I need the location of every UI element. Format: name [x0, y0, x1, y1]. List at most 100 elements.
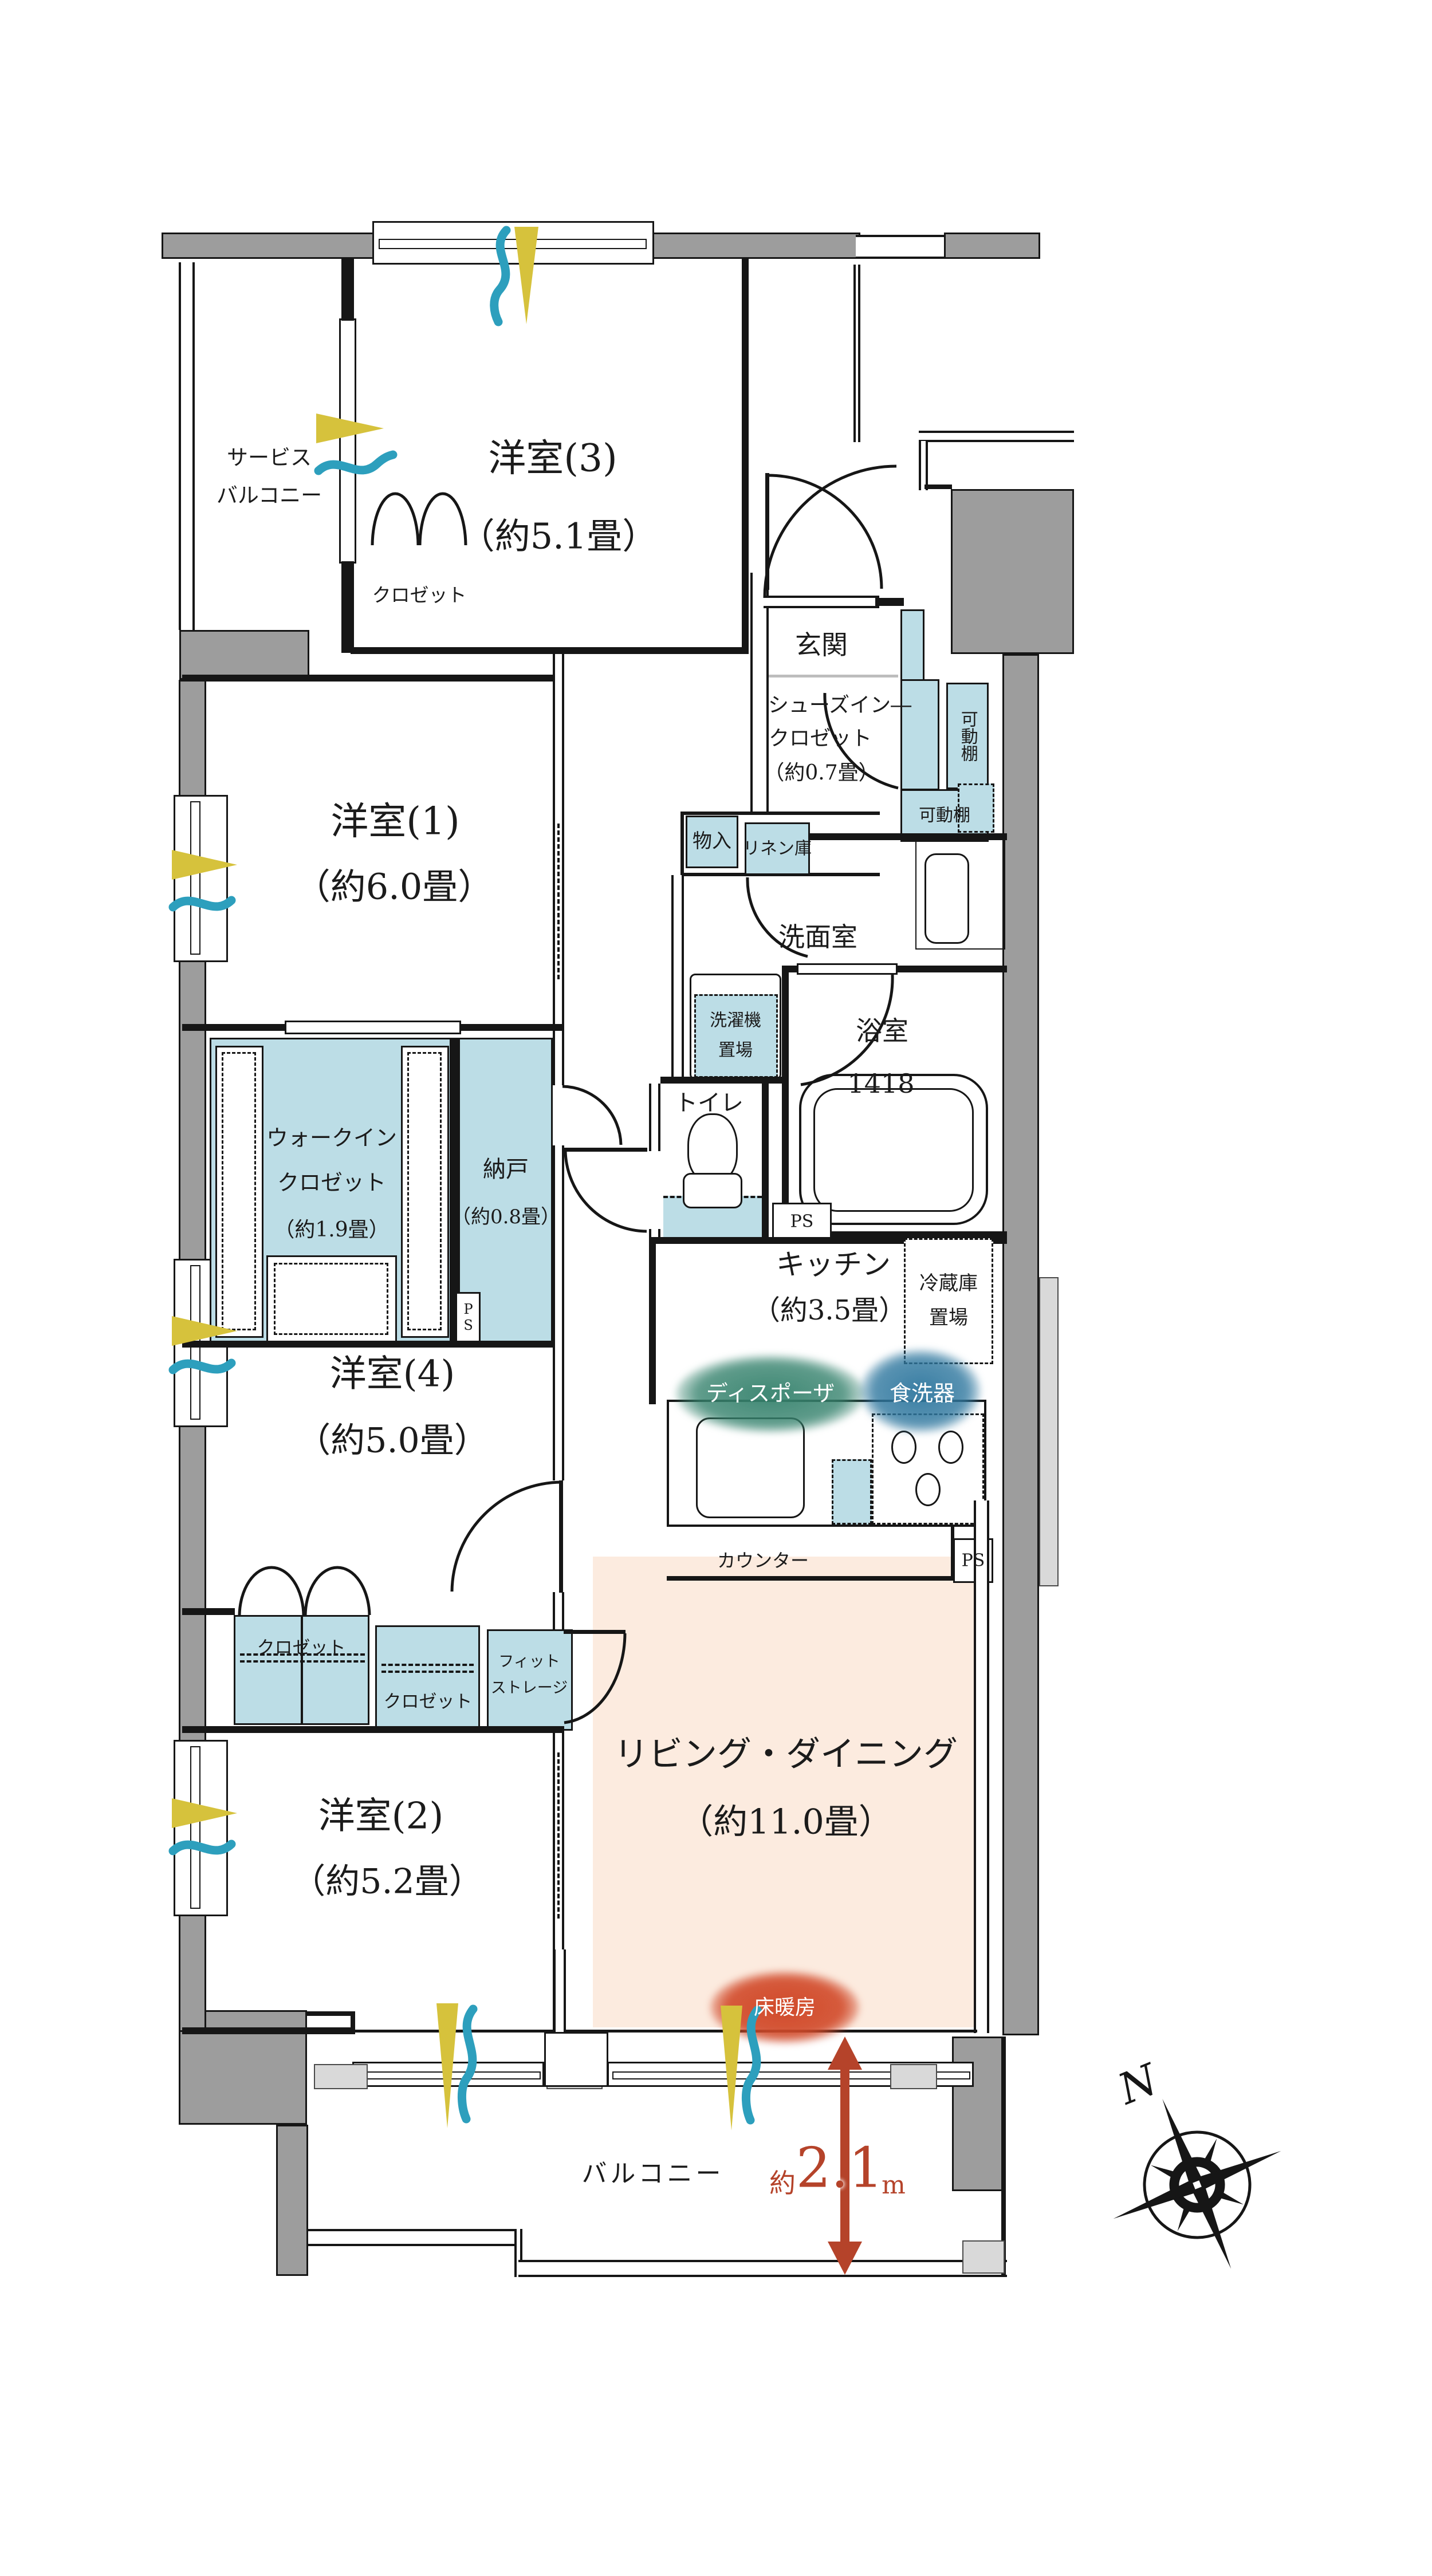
wall-west3-bottom: [351, 647, 749, 654]
wall-kitchen-stub: [649, 1244, 656, 1404]
compass-north-label: N: [1111, 2054, 1166, 2115]
vent-ld-balcony: [721, 2006, 762, 2130]
label-western3-name: 洋室(3): [488, 436, 617, 480]
wall-wic-top-a: [182, 1024, 287, 1031]
window-western3-top: [372, 221, 654, 265]
label-storeroom-size: （約0.8畳）: [451, 1206, 561, 1229]
label-ps-wic: PS: [460, 1301, 477, 1333]
airflow-s-icon: [168, 896, 236, 912]
wic-drawer-unit: [266, 1255, 397, 1342]
vent-west2-balcony: [436, 2003, 478, 2128]
counter-front-edge: [667, 1576, 953, 1581]
toilet-bowl: [687, 1113, 738, 1182]
wall-entrance-top-stub: [875, 598, 904, 606]
label-dimension-about: 約: [769, 2167, 796, 2199]
wall-bath-top-b: [896, 966, 1007, 972]
label-kitchen-size: （約3.5畳）: [752, 1294, 907, 1326]
bathtub-inner: [813, 1088, 974, 1212]
disposer-blob: [676, 1355, 865, 1433]
door-arc-ld: [564, 1633, 627, 1724]
stove-burner-1: [891, 1431, 916, 1464]
door-arc-west4: [450, 1480, 562, 1592]
wall-west2-top: [182, 1726, 564, 1733]
label-storeroom-name: 納戸: [483, 1156, 529, 1183]
wall-top-right: [944, 233, 1040, 259]
bifold-closet4: [238, 1566, 371, 1616]
wall-west4-right-a: [553, 1348, 564, 1480]
wall-west2-corner-v: [351, 2011, 355, 2034]
label-western3-size: （約5.1畳）: [459, 515, 658, 557]
wall-west2-bottom: [182, 2027, 354, 2034]
fridge-space: [904, 1238, 993, 1364]
entrance-step-line: [769, 675, 898, 678]
threshold-1: [314, 2064, 368, 2089]
label-linen: リネン庫: [743, 838, 812, 859]
wall-ld-right: [974, 1500, 989, 2033]
door-arc-toilet: [564, 1151, 647, 1233]
door-arc-storeroom: [562, 1085, 623, 1145]
vent-western1: [168, 850, 237, 912]
vent-arrow-icon: [172, 1798, 237, 1828]
airflow-s-icon: [741, 2006, 762, 2125]
label-bathroom: 浴室: [856, 1015, 908, 1046]
door-arc-west3: [768, 474, 883, 589]
label-wic-2: クロゼット: [277, 1170, 387, 1196]
label-shoe-closet-2: クロゼット: [768, 727, 872, 751]
wall-entrance-left: [750, 573, 769, 813]
balcony-rail-upper: [308, 2229, 518, 2246]
wall-toilet-top: [660, 1077, 788, 1084]
vanity-sink: [924, 853, 969, 944]
airflow-s-icon: [168, 1840, 236, 1856]
vent-western4: [168, 1316, 237, 1374]
shoe-closet-strip-lower: [900, 679, 939, 790]
balcony-corner-pad: [962, 2240, 1005, 2274]
wall-storage-row-top: [680, 812, 880, 815]
label-western2-name: 洋室(2): [318, 1795, 444, 1838]
vent-arrow-icon: [436, 2003, 458, 2128]
label-closet-mid: クロゼット: [383, 1691, 473, 1712]
wic-rack-right: [401, 1046, 449, 1338]
label-bathroom-code: 1418: [847, 1068, 915, 1099]
label-fridge-2: 置場: [929, 1306, 968, 1330]
wall-bath-bottom: [782, 1231, 1007, 1238]
label-dishwasher: 食洗器: [889, 1381, 955, 1407]
wall-closetrow-left: [182, 1608, 235, 1615]
wall-top-thin: [856, 235, 947, 259]
wall-west4-right-b: [553, 1592, 564, 1636]
label-movable-shelf-v: 可動棚: [957, 710, 978, 762]
wall-corridor-right: [853, 265, 860, 442]
label-fit-storage-1: フィット: [498, 1652, 560, 1671]
closet4-box: [234, 1615, 369, 1725]
counter-side-tick: [951, 1526, 954, 1581]
label-western4-size: （約5.0畳）: [296, 1420, 489, 1461]
vent-arrow-icon: [172, 1316, 237, 1346]
wall-west1-top: [182, 675, 564, 682]
wic-slide-track: [461, 1026, 547, 1029]
door-arc-shoe-closet: [823, 692, 899, 790]
label-western4-name: 洋室(4): [329, 1353, 455, 1396]
label-western1-size: （約6.0畳）: [294, 865, 494, 908]
label-fit-storage-2: ストレージ: [490, 1679, 568, 1697]
bifold-closet3: [371, 492, 467, 546]
balcony-stub-pipe: [553, 1949, 566, 2032]
wall-top-left: [162, 233, 379, 259]
label-closet4: クロゼット: [257, 1637, 346, 1659]
door-arc-washroom: [746, 877, 808, 958]
vanity-counter: [915, 835, 1005, 950]
wall-bath-left: [782, 972, 789, 1238]
toilet-tank: [683, 1173, 742, 1208]
stove-burner-2: [938, 1431, 963, 1464]
label-shoe-closet-1: シューズイン―: [768, 694, 912, 718]
vent-service-west3: [314, 413, 398, 475]
vent-arrow-icon: [316, 413, 384, 443]
balcony-wall-stub: [544, 2032, 608, 2087]
wall-bottom-line: [352, 2030, 977, 2033]
porch-wall-h: [919, 431, 1074, 442]
label-balcony: バルコニー: [581, 2159, 725, 2188]
stove-burner-3: [915, 1473, 941, 1506]
window-western1: [174, 795, 228, 962]
vent-icons: [168, 226, 762, 2130]
vent-west3-top: [490, 226, 538, 326]
wall-bottom-left-b: [276, 2125, 308, 2276]
